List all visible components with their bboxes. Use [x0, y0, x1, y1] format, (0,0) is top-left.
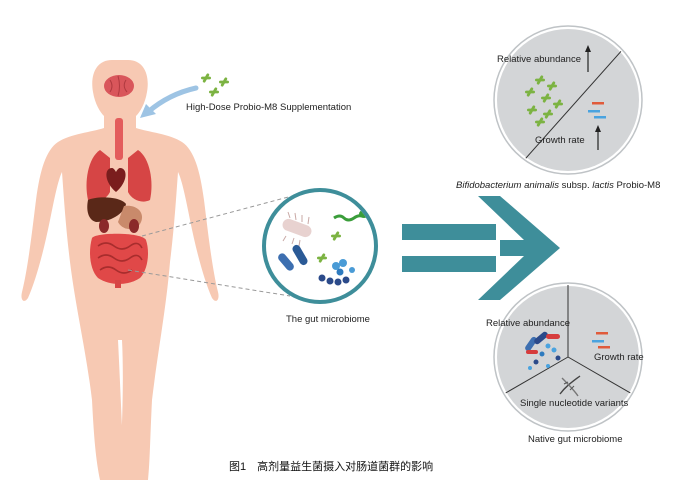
- growth-rate-icon: [588, 102, 606, 119]
- figure-caption: 图1 高剂量益生菌摄入对肠道菌群的影响: [229, 461, 434, 473]
- native-microbiome-caption: Native gut microbiome: [528, 434, 623, 445]
- probiotic-bacteria-icon: [201, 72, 229, 98]
- native-growth-rate-icon: [592, 332, 610, 349]
- liver-icon: [87, 197, 126, 222]
- dna-icon: [559, 375, 581, 397]
- gut-microbiome-circle: [262, 188, 378, 304]
- probio-m8-caption: Bifidobacterium animalis subsp. lactis P…: [456, 180, 661, 191]
- top-growth-rate-label: Growth rate: [535, 135, 585, 146]
- human-body: [21, 60, 219, 480]
- gut-microbiome-label: The gut microbiome: [286, 314, 370, 325]
- native-abundance-icon: [525, 331, 561, 370]
- intestines-icon: [90, 233, 148, 284]
- snv-label: Single nucleotide variants: [520, 398, 629, 409]
- heart-icon: [106, 168, 126, 192]
- lungs-icon: [86, 150, 110, 202]
- zoom-line-bottom: [127, 269, 291, 297]
- supplement-label: High-Dose Probio-M8 Supplementation: [186, 102, 352, 113]
- zoom-line-top: [141, 195, 293, 237]
- probio-m8-circle: [493, 25, 643, 175]
- native-microbiome-circle: [493, 282, 643, 432]
- effect-arrow: [402, 196, 560, 300]
- bottom-relative-abundance-label: Relative abundance: [486, 318, 570, 329]
- bottom-growth-rate-label: Growth rate: [594, 352, 644, 363]
- top-relative-abundance-label: Relative abundance: [497, 54, 581, 65]
- supplement-arrow: [145, 85, 199, 115]
